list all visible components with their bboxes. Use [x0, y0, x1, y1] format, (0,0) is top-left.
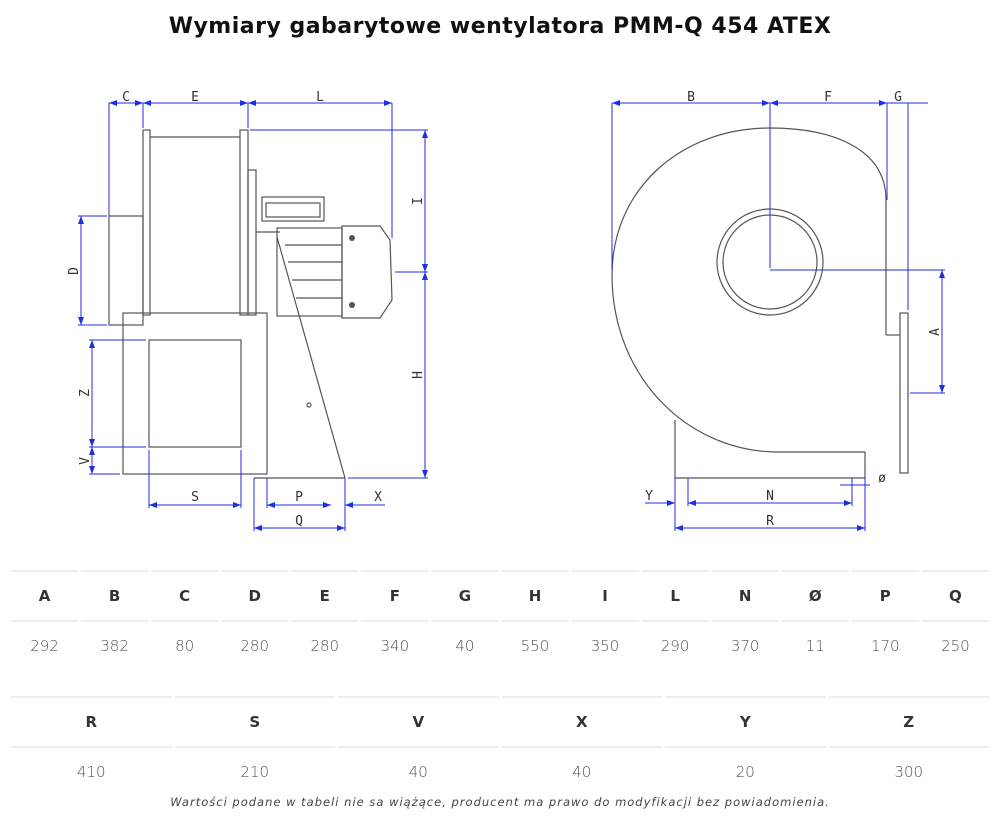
header-cell: Z	[828, 696, 989, 748]
header-cell: F	[361, 570, 429, 622]
header-cell: P	[851, 570, 919, 622]
header-cell: N	[711, 570, 779, 622]
label-A: A	[928, 328, 943, 336]
value-cell: 250	[941, 637, 970, 655]
header-cell: Y	[665, 696, 826, 748]
value-cell: 20	[735, 763, 755, 781]
value-cell: 280	[310, 637, 340, 655]
dimension-labels: C E L I H D Z V S P X Q B F G A N R Y ø	[67, 90, 943, 529]
value-cell: 410	[76, 763, 106, 781]
label-H: H	[411, 371, 426, 379]
header-cell: G	[431, 570, 499, 622]
label-G: G	[894, 90, 902, 105]
value-cell: 290	[660, 637, 690, 655]
value-cell: 350	[590, 637, 620, 655]
header-cell: Q	[921, 570, 989, 622]
label-D: D	[67, 267, 82, 275]
label-V: V	[78, 457, 93, 465]
header-cell: Ø	[781, 570, 849, 622]
header-cell: B	[81, 570, 149, 622]
value-cell: 550	[520, 637, 550, 655]
dimension-lines	[78, 100, 945, 531]
page-title: Wymiary gabarytowe wentylatora PMM-Q 454…	[168, 14, 832, 39]
value-cell: 382	[100, 637, 129, 655]
value-cell: 40	[408, 763, 428, 781]
label-Q: Q	[295, 514, 303, 529]
value-cell: 40	[455, 637, 475, 655]
label-P: P	[295, 490, 303, 505]
header-cell: A	[11, 570, 79, 622]
header-cell: C	[151, 570, 219, 622]
label-R: R	[766, 514, 774, 529]
disclaimer-note: Wartości podane w tabeli nie sa wiążące,…	[170, 795, 830, 809]
label-Z: Z	[78, 389, 93, 397]
header-cell: L	[641, 570, 709, 622]
header-cell: H	[501, 570, 569, 622]
header-cell: D	[221, 570, 289, 622]
table-value-row: 410 210 40 40 20 300	[11, 748, 989, 796]
label-S: S	[191, 490, 199, 505]
header-cell: E	[291, 570, 359, 622]
dimensions-table-2: R S V X Y Z 410 210 40 40 20 300	[8, 696, 992, 796]
header-cell: V	[338, 696, 499, 748]
front-view	[611, 127, 909, 479]
label-N: N	[766, 489, 774, 504]
header-cell: S	[174, 696, 335, 748]
label-C: C	[122, 90, 130, 105]
table-value-row: 292 382 80 280 280 340 40 550 350 290 37…	[11, 622, 989, 670]
label-L: L	[316, 90, 324, 105]
dimensions-table-1: A B C D E F G H I L N Ø P Q 292 382 80 2…	[8, 570, 992, 670]
header-cell: R	[11, 696, 172, 748]
value-cell: 300	[894, 763, 924, 781]
label-B: B	[687, 90, 695, 105]
label-Y: Y	[645, 489, 653, 504]
value-cell: 292	[30, 637, 59, 655]
label-X: X	[374, 490, 382, 505]
dimension-drawing: C E L I H D Z V S P X Q B F G A N R Y ø	[67, 90, 945, 531]
value-cell: 40	[572, 763, 592, 781]
table-header-row: R S V X Y Z	[11, 696, 989, 748]
value-cell: 80	[175, 637, 195, 655]
label-diameter: ø	[878, 471, 886, 486]
label-E: E	[191, 90, 199, 105]
value-cell: 340	[380, 637, 410, 655]
header-cell: I	[571, 570, 639, 622]
value-cell: 11	[805, 637, 825, 655]
table-header-row: A B C D E F G H I L N Ø P Q	[11, 570, 989, 622]
value-cell: 210	[240, 763, 270, 781]
side-view	[108, 129, 393, 479]
header-cell: X	[501, 696, 662, 748]
value-cell: 370	[730, 637, 760, 655]
label-F: F	[824, 90, 832, 105]
value-cell: 170	[870, 637, 900, 655]
value-cell: 280	[240, 637, 270, 655]
label-I: I	[411, 197, 426, 205]
